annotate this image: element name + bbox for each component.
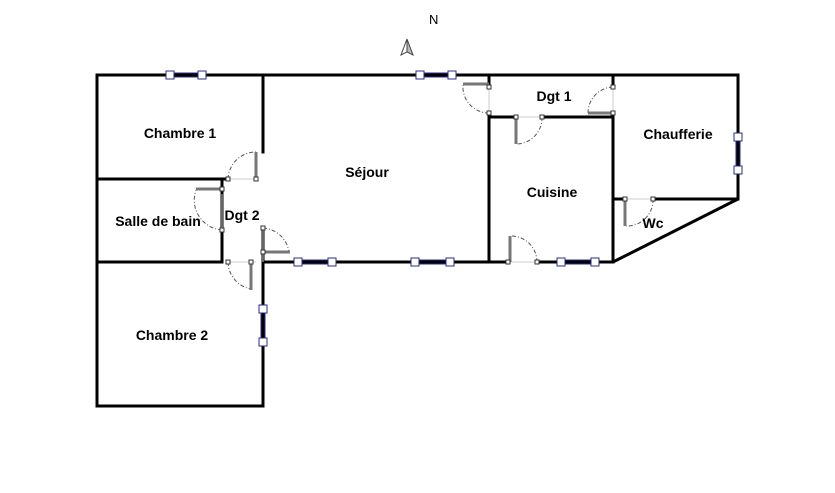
doors bbox=[193, 82, 656, 290]
north-arrow-icon bbox=[400, 38, 414, 57]
window bbox=[293, 257, 337, 267]
room-label-dgt-1: Dgt 1 bbox=[537, 88, 572, 104]
room-label-chaufferie: Chaufferie bbox=[643, 126, 712, 142]
window bbox=[733, 132, 743, 175]
room-label-cuisine: Cuisine bbox=[527, 184, 578, 200]
room-label-salle-de-bain: Salle de bain bbox=[115, 213, 201, 229]
window bbox=[415, 70, 457, 80]
north-label: N bbox=[429, 12, 438, 27]
window bbox=[410, 257, 455, 267]
windows bbox=[165, 70, 743, 347]
window bbox=[165, 70, 207, 80]
room-label-chambre-2: Chambre 2 bbox=[136, 327, 209, 343]
window bbox=[258, 304, 268, 347]
window bbox=[556, 257, 600, 267]
room-label-chambre-1: Chambre 1 bbox=[144, 125, 217, 141]
room-label-sejour: Séjour bbox=[345, 164, 389, 180]
room-label-dgt-2: Dgt 2 bbox=[225, 207, 260, 223]
room-label-wc: Wc bbox=[643, 215, 664, 231]
